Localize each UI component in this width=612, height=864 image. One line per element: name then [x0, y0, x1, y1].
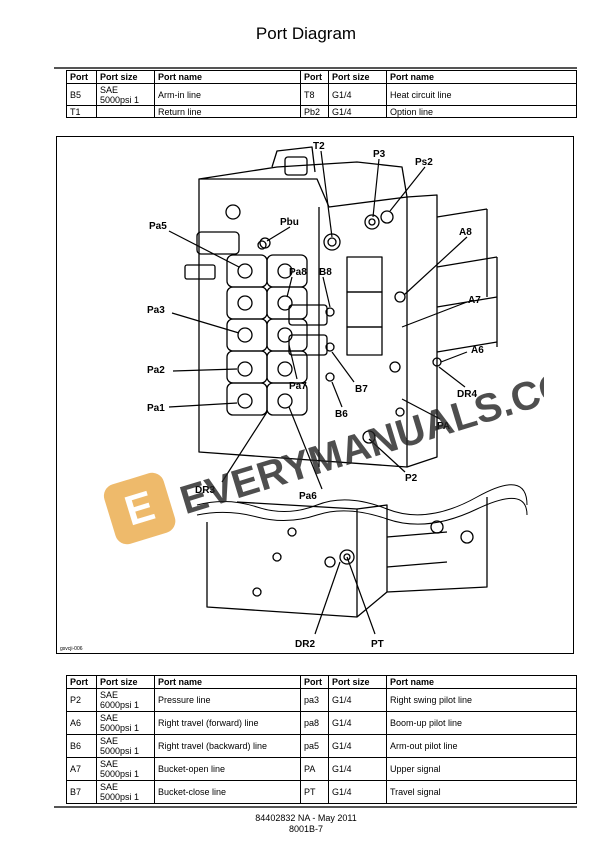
port-cell: T8: [300, 83, 329, 106]
port-cell: B7: [66, 780, 97, 804]
label-Pa2: Pa2: [147, 365, 165, 376]
port-size-cell: G1/4: [328, 83, 387, 106]
footer-page-code: 8001B-7: [288, 824, 324, 834]
port-cell: pa5: [300, 734, 329, 758]
port-size-cell: SAE 5000psi 1: [96, 780, 155, 804]
port-size-cell: SAE 5000psi 1: [96, 711, 155, 735]
label-Pa6: Pa6: [299, 491, 317, 502]
col-port-name: Port name: [386, 675, 577, 689]
label-B7: B7: [355, 384, 368, 395]
port-cell: Pb2: [300, 105, 329, 118]
port-diagram: T2 P3 Ps2 Pbu Pa5 A8 Pa8 B8 Pa3 A7 A6 Pa…: [56, 136, 574, 654]
label-A8: A8: [459, 227, 472, 238]
port-size-cell: [96, 105, 155, 118]
port-cell: B5: [66, 83, 97, 106]
col-port-name: Port name: [386, 70, 577, 84]
bottom-rule: [54, 806, 577, 808]
port-size-cell: SAE 5000psi 1: [96, 83, 155, 106]
port-name-cell: Right travel (backward) line: [154, 734, 301, 758]
label-DR4: DR4: [457, 389, 477, 400]
port-name-cell: Option line: [386, 105, 577, 118]
page-title: Port Diagram: [255, 24, 357, 43]
label-Pa1: Pa1: [147, 403, 165, 414]
label-Ps2: Ps2: [415, 157, 433, 168]
port-cell: A7: [66, 757, 97, 781]
label-DR3: DR3: [195, 485, 215, 496]
label-PT: PT: [371, 639, 384, 650]
col-port: Port: [300, 70, 329, 84]
port-cell: B6: [66, 734, 97, 758]
col-port-size: Port size: [328, 70, 387, 84]
col-port-size: Port size: [96, 70, 155, 84]
port-size-cell: SAE 6000psi 1: [96, 688, 155, 712]
port-cell: P2: [66, 688, 97, 712]
label-Pbu: Pbu: [280, 217, 299, 228]
port-cell: PT: [300, 780, 329, 804]
port-size-cell: G1/4: [328, 757, 387, 781]
label-B8: B8: [319, 267, 332, 278]
label-P2: P2: [405, 473, 418, 484]
col-port: Port: [300, 675, 329, 689]
label-DR2: DR2: [295, 639, 315, 650]
port-cell: pa8: [300, 711, 329, 735]
col-port: Port: [66, 70, 97, 84]
port-size-cell: G1/4: [328, 688, 387, 712]
col-port: Port: [66, 675, 97, 689]
port-size-cell: G1/4: [328, 105, 387, 118]
port-table-top: Port Port size Port name Port Port size …: [66, 70, 577, 118]
label-Pa5: Pa5: [149, 221, 167, 232]
port-cell: PA: [300, 757, 329, 781]
col-port-name: Port name: [154, 70, 301, 84]
figure-id: gsvcji-006: [60, 646, 83, 652]
table-row: B5 SAE 5000psi 1 Arm-in line T8 G1/4 Hea…: [66, 83, 577, 106]
port-name-cell: Upper signal: [386, 757, 577, 781]
col-port-size: Port size: [96, 675, 155, 689]
col-port-name: Port name: [154, 675, 301, 689]
port-name-cell: Arm-in line: [154, 83, 301, 106]
label-Pa3: Pa3: [147, 305, 165, 316]
port-cell: A6: [66, 711, 97, 735]
label-A7: A7: [468, 295, 481, 306]
port-name-cell: Return line: [154, 105, 301, 118]
footer-doc-id: 84402832 NA - May 2011: [255, 813, 357, 823]
port-name-cell: Travel signal: [386, 780, 577, 804]
label-P3: P3: [373, 149, 386, 160]
port-name-cell: Bucket-open line: [154, 757, 301, 781]
col-port-size: Port size: [328, 675, 387, 689]
port-size-cell: SAE 5000psi 1: [96, 757, 155, 781]
port-name-cell: Bucket-close line: [154, 780, 301, 804]
label-Pa7: Pa7: [289, 381, 307, 392]
label-A6: A6: [471, 345, 484, 356]
valve-drawing: T2 P3 Ps2 Pbu Pa5 A8 Pa8 B8 Pa3 A7 A6 Pa…: [60, 141, 528, 652]
port-cell: T1: [66, 105, 97, 118]
label-Pa8: Pa8: [289, 267, 307, 278]
port-name-cell: Heat circuit line: [386, 83, 577, 106]
port-size-cell: SAE 5000psi 1: [96, 734, 155, 758]
table-row: T1 Return line Pb2 G1/4 Option line: [66, 105, 577, 118]
label-B6: B6: [335, 409, 348, 420]
port-name-cell: Right swing pilot line: [386, 688, 577, 712]
port-name-cell: Right travel (forward) line: [154, 711, 301, 735]
port-cell: pa3: [300, 688, 329, 712]
port-name-cell: Pressure line: [154, 688, 301, 712]
port-size-cell: G1/4: [328, 734, 387, 758]
port-table-bottom: Port Port size Port name Port Port size …: [66, 675, 577, 804]
port-name-cell: Boom-up pilot line: [386, 711, 577, 735]
port-name-cell: Arm-out pilot line: [386, 734, 577, 758]
port-size-cell: G1/4: [328, 780, 387, 804]
table-header-row: Port Port size Port name Port Port size …: [66, 675, 577, 689]
port-size-cell: G1/4: [328, 711, 387, 735]
top-rule: [54, 67, 577, 69]
label-T2: T2: [313, 141, 325, 152]
table-header-row: Port Port size Port name Port Port size …: [66, 70, 577, 84]
label-PA: PA: [437, 421, 450, 432]
